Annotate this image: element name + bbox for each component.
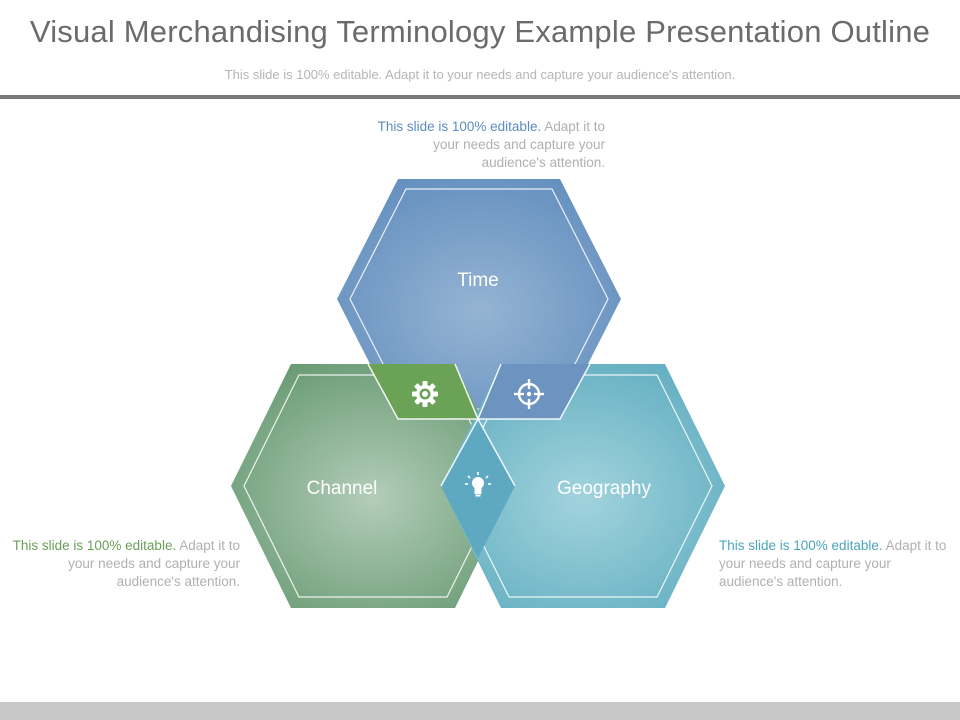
note-channel: This slide is 100% editable. Adapt it to… [12,537,240,591]
footer-bar [0,702,960,720]
slide-title: Visual Merchandising Terminology Example… [29,14,931,49]
note-channel-lead: This slide is 100% editable. [12,538,177,553]
note-time: This slide is 100% editable. Adapt it to… [376,118,605,172]
note-time-body: Adapt it to your needs and capture your … [433,119,605,170]
note-time-lead: This slide is 100% editable. [377,119,542,134]
note-geography: This slide is 100% editable. Adapt it to… [719,537,947,591]
title-divider [0,95,960,99]
overlap-time-geography [478,364,590,419]
gear-icon [412,381,438,407]
note-geography-body: Adapt it to your needs and capture your … [719,538,947,589]
hexagon-label-time: Time [457,270,499,291]
hexagon-label-geography: Geography [556,478,651,499]
slide-subtitle: This slide is 100% editable. Adapt it to… [224,67,736,82]
lightbulb-icon [465,472,491,497]
note-geography-lead: This slide is 100% editable. [719,538,883,553]
crosshair-icon [514,379,544,409]
note-channel-body: Adapt it to your needs and capture your … [68,538,240,589]
hexagon-label-channel: Channel [306,478,378,499]
